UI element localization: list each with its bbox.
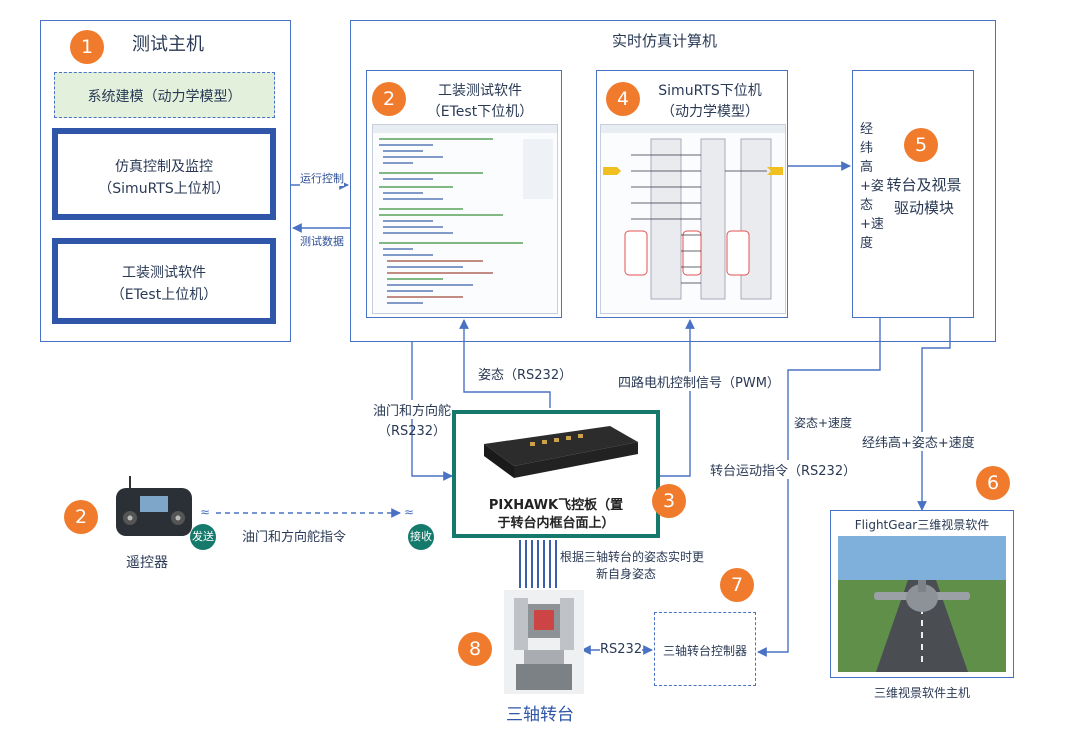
badge-2-etest: 2 [372, 82, 406, 116]
pixhawk-frame [452, 410, 660, 538]
send-signal-icon: ≈ [200, 505, 211, 519]
flight-scene-image [838, 536, 1006, 672]
run-control-label: 运行控制 [300, 170, 344, 186]
receive-signal-icon: ≈ [404, 505, 415, 519]
test-data-label: 测试数据 [300, 233, 344, 249]
modeling-box [54, 72, 275, 118]
update-attitude-line1: 根据三轴转台的姿态实时更 [560, 550, 705, 564]
attitude-rs232-label: 姿态（RS232） [478, 364, 573, 383]
modeling-label: 系统建模（动力学模型） [87, 89, 242, 105]
send-indicator: 发送 [190, 524, 216, 550]
realtime-title: 实时仿真计算机 [612, 32, 718, 50]
attitude-speed-label: 姿态+速度 [794, 414, 853, 431]
three-axis-turntable-image [504, 590, 584, 694]
badge-4: 4 [606, 82, 640, 116]
code-editor-screenshot [372, 124, 558, 314]
etest-lower-line1: 工装测试软件 [438, 83, 522, 99]
throttle-label-line2: （RS232） [377, 424, 447, 439]
simurts-line1: SimuRTS下位机 [658, 83, 762, 99]
turntable-label: 三轴转台 [506, 705, 574, 725]
rc-command-label: 油门和方向舵指令 [242, 530, 347, 545]
badge-2-remote: 2 [64, 500, 98, 534]
simurts-line2: （动力学模型） [661, 104, 759, 120]
drive-module-box [852, 70, 974, 318]
model-diagram-screenshot [600, 124, 786, 314]
receive-indicator: 接收 [408, 524, 434, 550]
turntable-controller-box [654, 612, 756, 686]
flightgear-title: FlightGear三维视景软件 [854, 518, 990, 532]
throttle-label-line1: 油门和方向舵 [366, 400, 458, 419]
sim-monitor-box [52, 128, 276, 220]
etest-upper-box [52, 238, 276, 324]
badge-3: 3 [652, 484, 686, 518]
sim-monitor-line2: （SimuRTS上位机） [98, 181, 230, 197]
remote-controller-icon [116, 476, 192, 536]
drive-line1: 转台及视景 [886, 176, 962, 194]
badge-8: 8 [458, 632, 492, 666]
turntable-cmd-label: 转台运动指令（RS232） [710, 460, 857, 479]
lla-att-speed-label: 经纬高+姿态+速度 [862, 432, 975, 451]
model-blocks-graphic [601, 125, 785, 300]
remote-label: 遥控器 [126, 555, 168, 571]
pixhawk-line2: 于转台内框台面上） [497, 516, 615, 531]
etest-upper-line2: （ETest上位机） [110, 287, 218, 303]
etest-upper-line1: 工装测试软件 [122, 265, 206, 281]
badge-1: 1 [70, 30, 104, 64]
rs232-label: RS232 [600, 642, 643, 657]
flightgear-caption: 三维视景软件主机 [873, 686, 970, 700]
pwm-label: 四路电机控制信号（PWM） [618, 372, 780, 391]
pixhawk-line1: PIXHAWK飞控板（置 [488, 498, 624, 513]
sim-monitor-line1: 仿真控制及监控 [115, 159, 213, 175]
code-lines-graphic [373, 125, 557, 304]
pixhawk-board-image [484, 426, 638, 478]
badge-6: 6 [976, 466, 1010, 500]
update-attitude-line2: 新自身姿态 [596, 567, 657, 581]
drive-line2: 驱动模块 [893, 199, 954, 217]
etest-lower-line2: （ETest下位机） [426, 104, 534, 120]
badge-5: 5 [904, 128, 938, 162]
badge-7: 7 [720, 568, 754, 602]
drive-vertical-label: 经纬高+姿态+速度 [860, 122, 884, 251]
test-host-title: 测试主机 [132, 34, 204, 55]
turntable-controller-label: 三轴转台控制器 [662, 644, 747, 658]
